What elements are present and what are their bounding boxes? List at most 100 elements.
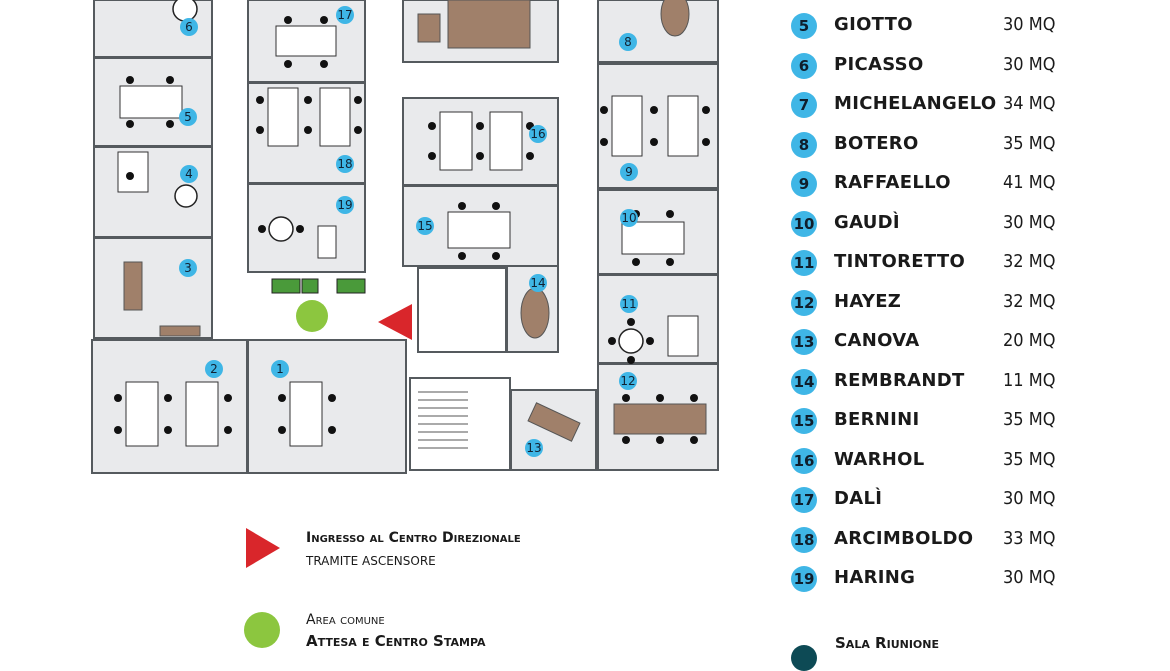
room-2 xyxy=(91,339,248,474)
room-1 xyxy=(247,339,407,474)
room-name: TINTORETTO xyxy=(834,251,966,272)
room-3 xyxy=(93,237,213,339)
plan-label-10-badge xyxy=(620,209,638,227)
plan-label-8-badge xyxy=(619,33,637,51)
plan-label-12-badge xyxy=(619,372,637,390)
room-number-badge: 13 xyxy=(791,329,817,355)
room-name: BOTERO xyxy=(834,132,919,154)
round-tables xyxy=(172,0,644,354)
legend-row-6: 6 PICASSO 30 MQ xyxy=(791,51,1151,81)
room-size: 30 MQ xyxy=(1003,53,1056,75)
room-number-badge: 5 xyxy=(791,13,817,39)
room-11 xyxy=(597,274,719,364)
plan-label-13-badge xyxy=(525,439,543,457)
room-size: 35 MQ xyxy=(1003,409,1056,430)
room-name: BERNINI xyxy=(834,409,920,430)
plan-label-11-badge xyxy=(620,295,638,313)
room-number-badge: 19 xyxy=(791,566,817,592)
room-number-badge: 12 xyxy=(791,289,817,316)
legend-row-7: 7 MICHELANGELO 34 MQ xyxy=(791,90,1151,120)
wood-furniture xyxy=(123,0,707,442)
common-area-marker-icon xyxy=(296,300,328,332)
common-area-key-icon xyxy=(244,612,280,648)
room-name: ARCIMBOLDO xyxy=(834,527,974,549)
plan-label-15: 15 xyxy=(417,219,432,233)
room-size: 32 MQ xyxy=(1003,251,1056,272)
plan-label-19: 19 xyxy=(337,198,352,212)
legend-row-16: 16 WARHOL 35 MQ xyxy=(791,446,1151,476)
room-name: GAUDÌ xyxy=(834,211,900,233)
plan-label-6-badge xyxy=(180,18,198,36)
legend-row-19: 19 HARING 30 MQ xyxy=(791,564,1151,594)
plan-label-2: 2 xyxy=(210,362,218,376)
room-size: 30 MQ xyxy=(1003,488,1056,509)
plan-label-19-badge xyxy=(336,196,354,214)
common-area-key-label: Area comune xyxy=(306,612,385,628)
room-size: 32 MQ xyxy=(1003,290,1056,312)
room-name: MICHELANGELO xyxy=(834,93,997,114)
room-number-badge: 9 xyxy=(791,171,817,197)
plan-label-9: 9 xyxy=(625,165,633,179)
room-number-badge: 16 xyxy=(791,447,817,474)
room-size: 35 MQ xyxy=(1003,448,1056,470)
room-number-badge: 7 xyxy=(791,92,817,118)
entrance-key-sublabel: tramite ascensore xyxy=(306,554,436,568)
plan-label-17-badge xyxy=(336,6,354,24)
room-number-badge: 17 xyxy=(791,487,817,513)
room-number-badge: 18 xyxy=(791,526,817,553)
room-size: 41 MQ xyxy=(1003,172,1056,193)
room-number-badge: 11 xyxy=(791,250,817,276)
room-size: 30 MQ xyxy=(1003,567,1056,588)
room-name: HARING xyxy=(834,567,916,588)
legend-row-17: 17 DALÌ 30 MQ xyxy=(791,485,1151,515)
stair-steps xyxy=(418,391,468,449)
plan-label-4: 4 xyxy=(185,167,193,181)
room-number-badge: 8 xyxy=(791,131,817,158)
plan-label-11: 11 xyxy=(621,297,636,311)
legend-row-9: 9 RAFFAELLO 41 MQ xyxy=(791,169,1151,199)
meeting-key-icon xyxy=(791,645,817,671)
plan-label-18-badge xyxy=(336,155,354,173)
room-number-badge: 14 xyxy=(791,368,817,395)
plan-label-4-badge xyxy=(180,165,198,183)
room-name: DALÌ xyxy=(834,488,883,509)
room-name: HAYEZ xyxy=(834,290,902,312)
room-16 xyxy=(402,97,559,186)
entrance-marker-icon xyxy=(378,304,412,340)
room-name: CANOVA xyxy=(834,330,920,351)
room-size: 30 MQ xyxy=(1003,211,1056,233)
plan-label-18: 18 xyxy=(337,157,352,171)
legend-row-11: 11 TINTORETTO 32 MQ xyxy=(791,248,1151,278)
plan-label-15-badge xyxy=(416,217,434,235)
legend-row-12: 12 HAYEZ 32 MQ xyxy=(791,288,1151,318)
legend-row-10: 10 GAUDÌ 30 MQ xyxy=(791,209,1151,239)
lift xyxy=(417,267,507,353)
plan-label-3-badge xyxy=(179,259,197,277)
room-number-badge: 10 xyxy=(791,210,817,237)
plan-label-16: 16 xyxy=(530,127,545,141)
plan-label-12: 12 xyxy=(620,374,635,388)
room-name: PICASSO xyxy=(834,53,924,75)
room-size: 30 MQ xyxy=(1003,14,1056,35)
legend-row-13: 13 CANOVA 20 MQ xyxy=(791,327,1151,357)
room-name: WARHOL xyxy=(834,448,925,470)
entrance-key-icon xyxy=(246,528,280,568)
room-size: 34 MQ xyxy=(1003,93,1056,114)
plan-label-1: 1 xyxy=(276,362,284,376)
room-8 xyxy=(597,0,719,63)
room-name: RAFFAELLO xyxy=(834,172,951,193)
plan-label-13: 13 xyxy=(526,441,541,455)
room-name: REMBRANDT xyxy=(834,369,965,391)
plan-label-3: 3 xyxy=(184,261,192,275)
plan-label-14: 14 xyxy=(530,276,545,290)
furniture xyxy=(117,25,699,447)
room-number-badge: 6 xyxy=(791,52,817,79)
room-size: 20 MQ xyxy=(1003,330,1056,351)
entrance-key-label: Ingresso al Centro Direzionale xyxy=(306,530,521,546)
room-size: 35 MQ xyxy=(1003,132,1056,154)
plan-label-2-badge xyxy=(205,360,223,378)
